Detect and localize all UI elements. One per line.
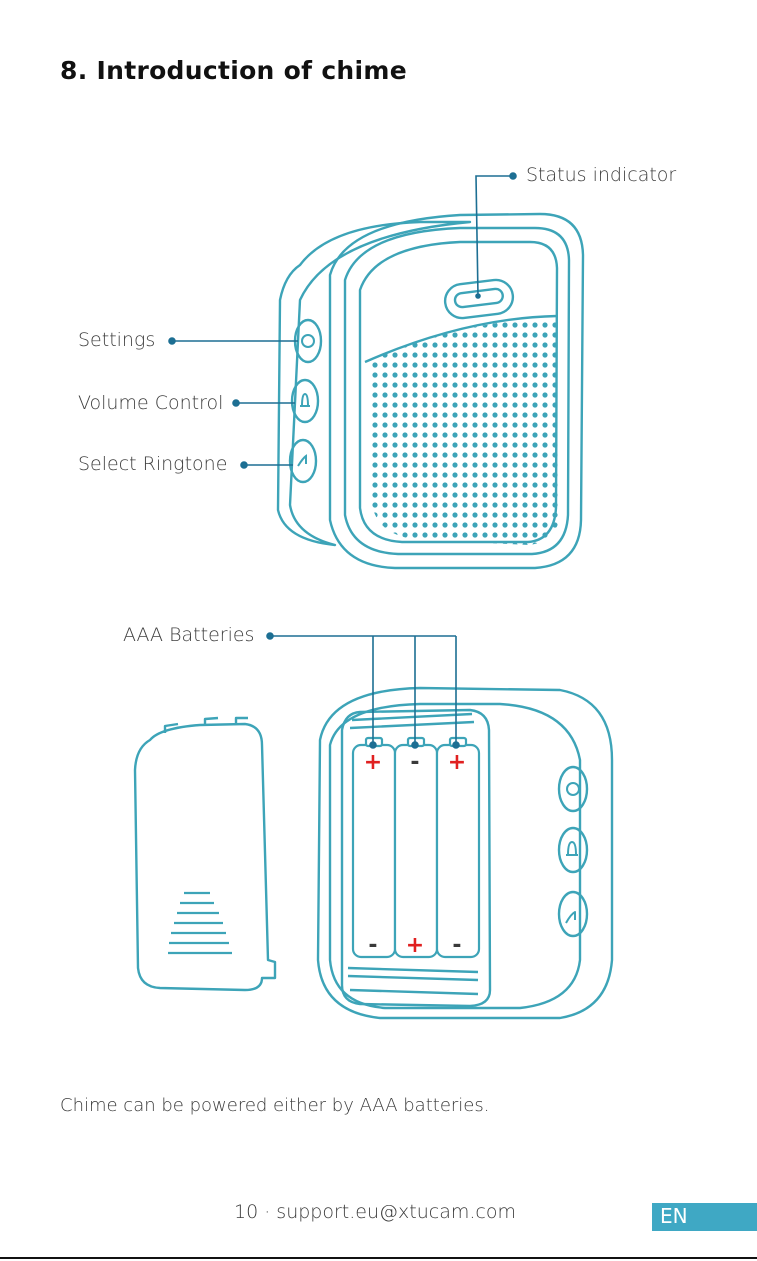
battery-3-top-polarity: + — [448, 750, 466, 775]
leader-status — [476, 176, 512, 296]
music-note-icon — [566, 912, 575, 923]
battery-2-bottom-polarity: + — [406, 933, 424, 958]
battery-1-top-polarity: + — [364, 750, 382, 775]
leader-batteries — [267, 633, 459, 748]
volume-control-label: Volume Control — [78, 392, 223, 414]
gear-icon — [302, 335, 314, 347]
language-badge: EN — [652, 1203, 757, 1231]
settings-label: Settings — [78, 329, 155, 351]
bell-icon — [566, 842, 578, 855]
status-indicator-label: Status indicator — [526, 164, 676, 186]
gear-icon — [567, 783, 579, 795]
speaker-grille — [360, 300, 560, 550]
language-badge-text: EN — [660, 1204, 688, 1228]
select-ringtone-label: Select Ringtone — [78, 453, 227, 475]
music-note-icon — [298, 456, 306, 466]
bell-icon — [300, 394, 310, 406]
battery-1-bottom-polarity: - — [368, 933, 377, 958]
bottom-rule — [0, 1257, 757, 1259]
battery-cover — [135, 718, 275, 990]
aaa-batteries-label: AAA Batteries — [123, 624, 254, 646]
battery-3-bottom-polarity: - — [452, 933, 461, 958]
battery-2-top-polarity: - — [410, 750, 419, 775]
page-footer: 10 · support.eu@xtucam.com — [234, 1201, 516, 1223]
battery-caption: Chime can be powered either by AAA batte… — [60, 1095, 489, 1116]
